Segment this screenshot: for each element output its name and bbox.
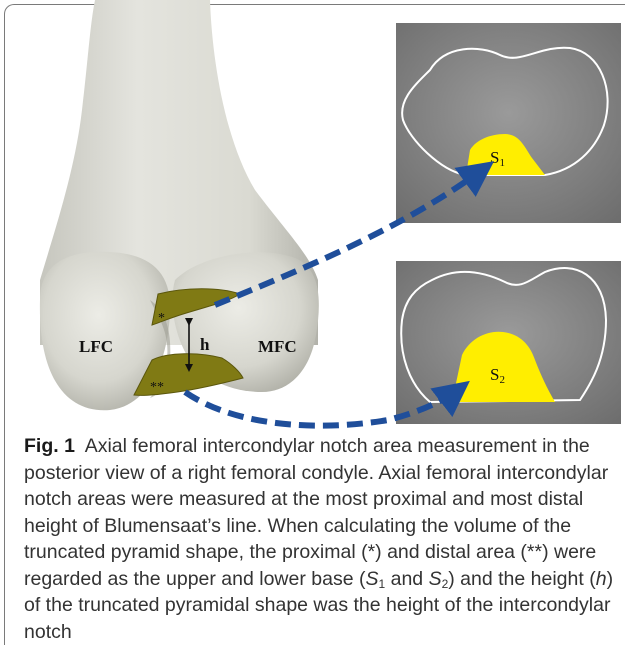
caption-text-2: ) and the height ( — [448, 568, 595, 590]
caption-and: and — [385, 568, 428, 590]
figure-caption: Fig. 1 Axial femoral intercondylar notch… — [24, 433, 614, 645]
ct-slice-distal: S2 — [396, 261, 621, 424]
figure-illustration: LFC MFC h * ** S1 S2 — [0, 0, 630, 430]
caption-text-1: Axial femoral intercondylar notch area m… — [24, 435, 608, 590]
proximal-mark: * — [158, 311, 165, 326]
distal-mark: ** — [150, 380, 164, 395]
lfc-label: LFC — [79, 337, 113, 356]
mfc-label: MFC — [258, 337, 297, 356]
caption-s1: S — [365, 568, 378, 590]
caption-h: h — [596, 568, 607, 590]
caption-s2: S — [429, 568, 442, 590]
height-label: h — [200, 335, 210, 354]
ct-slice-proximal: S1 — [396, 23, 621, 223]
figure-label: Fig. 1 — [24, 435, 75, 457]
